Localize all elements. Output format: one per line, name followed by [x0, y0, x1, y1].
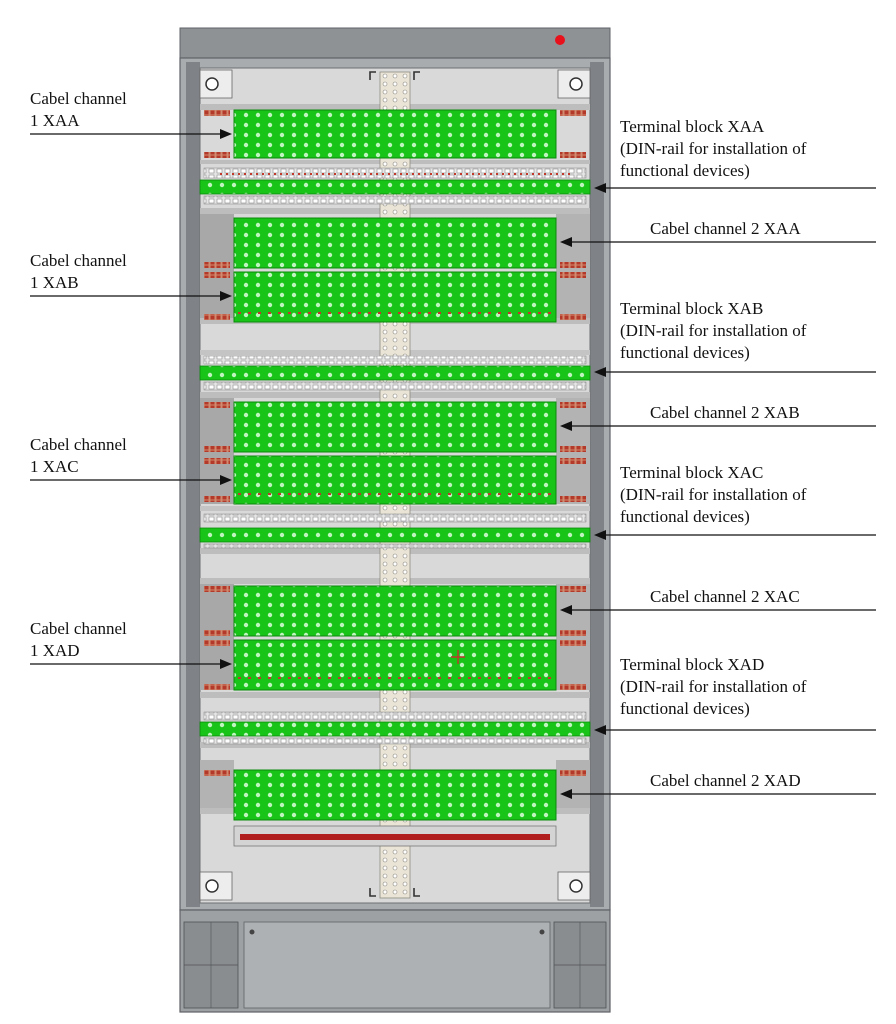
label-line: 1 XAD: [30, 641, 80, 660]
label-line: 1 XAA: [30, 111, 80, 130]
label-terminal-block-xad: Terminal block XAD (DIN-rail for install…: [620, 654, 806, 720]
label-line: Terminal block XAA: [620, 117, 765, 136]
label-line: Terminal block XAD: [620, 655, 765, 674]
cabinet-roof: [179, 27, 611, 59]
label-line: Cabel channel 2 XAB: [650, 403, 800, 422]
label-line: Cabel channel 2 XAD: [650, 771, 801, 790]
terminal-block-xaa: [199, 179, 591, 195]
label-line: Cabel channel: [30, 89, 127, 108]
cable-channel-2-xac: [233, 585, 557, 637]
label-line: Terminal block XAB: [620, 299, 764, 318]
label-line: (DIN-rail for installation of: [620, 321, 807, 340]
label-cable-channel-1-xab: Cabel channel 1 XAB: [30, 250, 127, 294]
label-line: (DIN-rail for installation of: [620, 139, 807, 158]
label-terminal-block-xaa: Terminal block XAA (DIN-rail for install…: [620, 116, 806, 182]
din-rails: [199, 167, 591, 745]
cable-channel-2-xaa: [233, 217, 557, 269]
label-line: Cabel channel 2 XAA: [650, 219, 801, 238]
cable-channel-2-xab: [233, 401, 557, 453]
bottom-busbar: [240, 834, 550, 840]
label-line: (DIN-rail for installation of: [620, 677, 807, 696]
label-line: Cabel channel 2 XAC: [650, 587, 800, 606]
cable-channel-1-xaa: [233, 109, 557, 159]
label-terminal-block-xac: Terminal block XAC (DIN-rail for install…: [620, 462, 806, 528]
label-line: Cabel channel: [30, 251, 127, 270]
label-line: Terminal block XAC: [620, 463, 764, 482]
terminal-block-xac: [199, 527, 591, 543]
cable-channel-2-xad: [233, 769, 557, 821]
label-cable-channel-2-xac: Cabel channel 2 XAC: [650, 586, 800, 608]
terminal-strips: [204, 110, 586, 776]
label-cable-channel-2-xad: Cabel channel 2 XAD: [650, 770, 801, 792]
cable-channel-1-xab: [233, 271, 557, 323]
label-cable-channel-1-xac: Cabel channel 1 XAC: [30, 434, 127, 478]
terminal-block-xad: [199, 721, 591, 737]
label-line: 1 XAB: [30, 273, 79, 292]
label-line: functional devices): [620, 343, 750, 362]
terminal-block-xab: [199, 365, 591, 381]
callout-arrows: [30, 129, 876, 799]
label-line: functional devices): [620, 161, 750, 180]
label-cable-channel-2-xab: Cabel channel 2 XAB: [650, 402, 800, 424]
label-line: 1 XAC: [30, 457, 79, 476]
cable-channel-1-xad: [233, 639, 557, 691]
cable-channel-1-xac: [233, 455, 557, 505]
label-cable-channel-2-xaa: Cabel channel 2 XAA: [650, 218, 801, 240]
label-terminal-block-xab: Terminal block XAB (DIN-rail for install…: [620, 298, 806, 364]
label-cable-channel-1-xad: Cabel channel 1 XAD: [30, 618, 127, 662]
label-line: functional devices): [620, 699, 750, 718]
cable-channels: [233, 109, 557, 821]
indicator-lamp: [555, 35, 565, 45]
label-line: Cabel channel: [30, 435, 127, 454]
label-cable-channel-1-xaa: Cabel channel 1 XAA: [30, 88, 127, 132]
label-line: functional devices): [620, 507, 750, 526]
label-line: (DIN-rail for installation of: [620, 485, 807, 504]
label-line: Cabel channel: [30, 619, 127, 638]
